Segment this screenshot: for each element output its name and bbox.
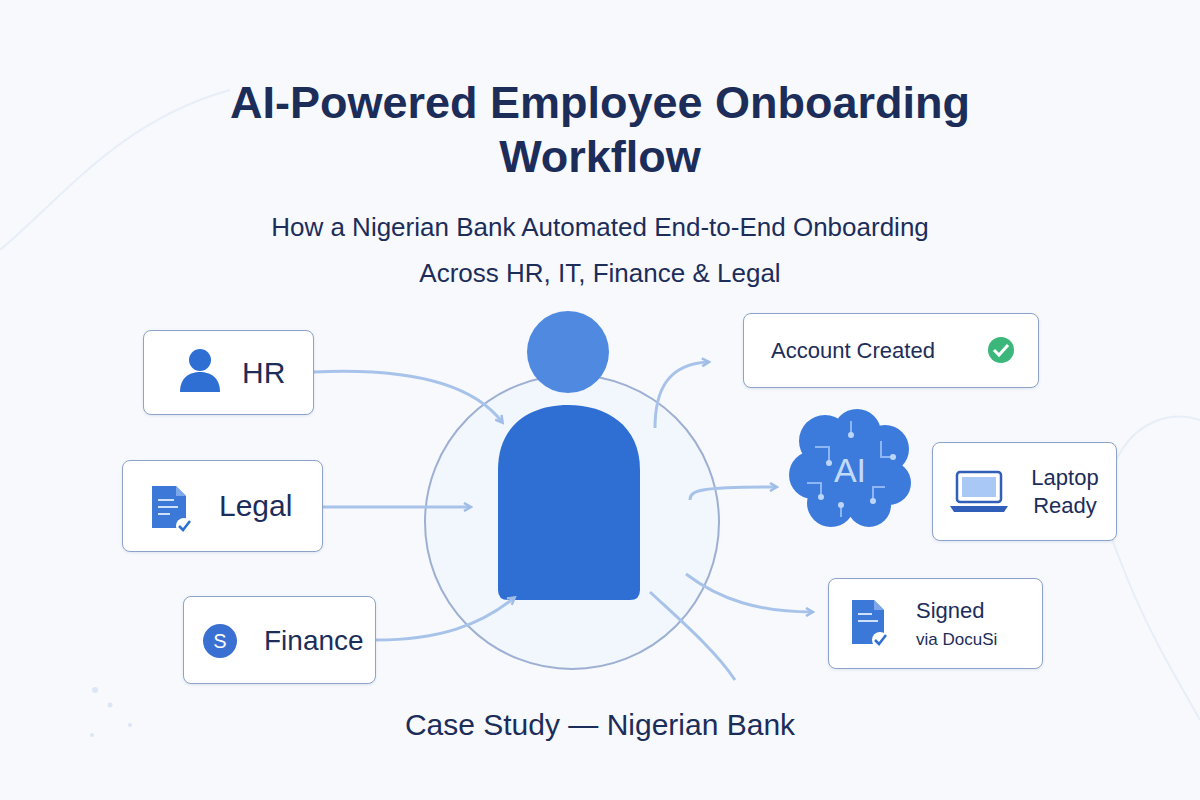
department-box: Legal <box>122 460 323 552</box>
document-icon <box>152 486 192 534</box>
coin-letter: S <box>203 624 237 658</box>
node-label: Account Created <box>771 337 1038 365</box>
laptop-icon <box>950 472 1008 512</box>
subtitle-text: How a Nigerian Bank Automated End-to-End… <box>230 204 970 296</box>
node-label: Signed <box>916 597 1042 625</box>
coin-icon <box>203 624 237 658</box>
node-label: HR <box>242 354 313 392</box>
diagram-caption: Case Study — Nigerian Bank <box>200 708 1000 742</box>
node-label: Finance <box>264 623 375 658</box>
diagram-title: AI-Powered Employee Onboarding Workflow <box>170 76 1030 184</box>
status-box: Laptop Ready <box>932 442 1117 541</box>
node-label: Laptop Ready <box>1025 464 1105 520</box>
status-box: Signed via DocuSi <box>828 578 1043 669</box>
node-label: AI <box>834 449 866 492</box>
check-icon <box>988 337 1014 363</box>
ai-brain: AI <box>785 407 915 533</box>
department-box: HR <box>143 330 314 415</box>
department-box: Finance <box>183 596 376 684</box>
person-icon <box>180 349 220 392</box>
status-box: Account Created <box>743 313 1039 388</box>
node-label: Legal <box>219 487 322 525</box>
document-icon <box>852 600 888 648</box>
node-sublabel: via DocuSi <box>916 629 1042 650</box>
